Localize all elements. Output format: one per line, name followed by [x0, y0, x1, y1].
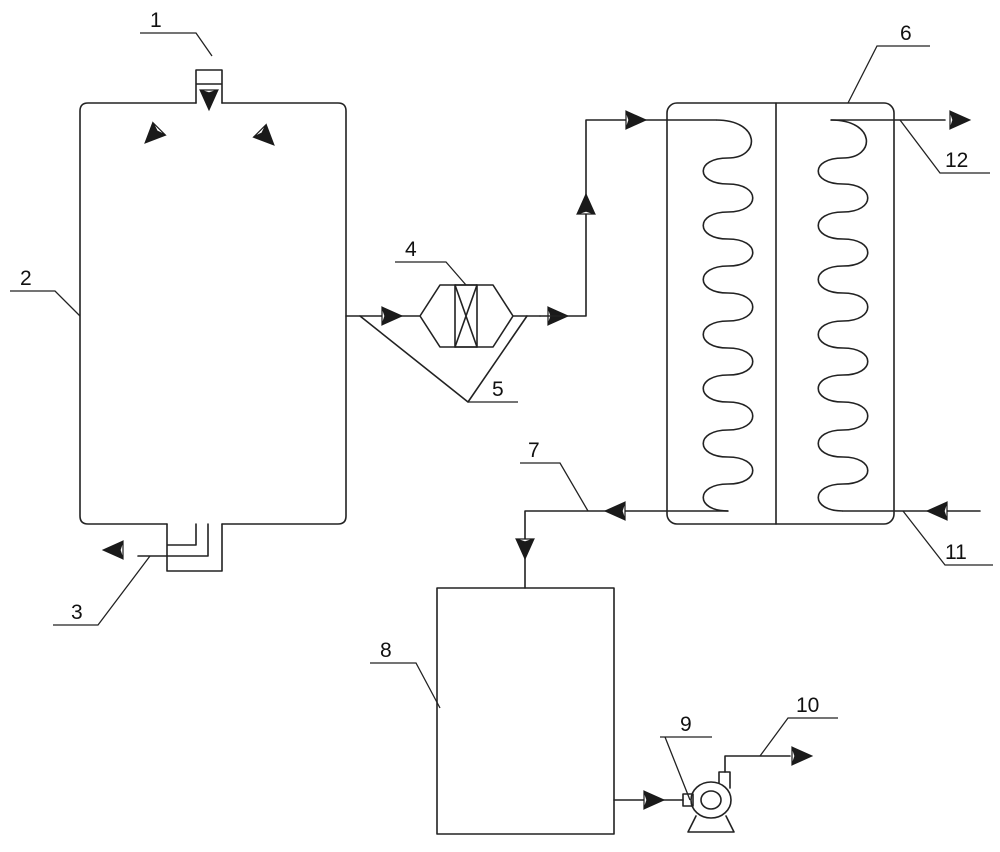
outlet-3-arrow — [102, 540, 124, 560]
leader-6 — [847, 45, 930, 104]
pump-discharge-arrow — [791, 746, 813, 766]
condenser-6 — [666, 102, 895, 525]
filter-inlet-arrow — [381, 306, 403, 326]
label-4: 4 — [405, 238, 417, 261]
tank-inlet-arrow — [515, 538, 535, 560]
vessel-2-body — [79, 102, 347, 525]
right-coil — [817, 119, 869, 512]
filter-body — [345, 284, 541, 348]
riser-pipe — [539, 119, 717, 317]
label-1: 1 — [150, 9, 162, 32]
label-10: 10 — [796, 694, 819, 717]
condensate-pipe — [524, 510, 729, 589]
filter-cross — [454, 284, 478, 348]
riser-arrow-up — [576, 193, 596, 215]
pump-impeller — [700, 790, 722, 810]
label-12: 12 — [945, 149, 968, 172]
leader-12 — [899, 119, 990, 174]
spray-arrow-right — [252, 123, 281, 152]
label-7: 7 — [528, 439, 540, 462]
label-6: 6 — [900, 22, 912, 45]
label-5: 5 — [492, 378, 504, 401]
coolant-outlet-arrow — [949, 110, 971, 130]
condenser-inlet-arrow — [625, 110, 647, 130]
leader-1 — [140, 32, 213, 57]
leader-2 — [10, 290, 81, 317]
bottom-outlet-nozzle — [137, 523, 223, 572]
pump-discharge-nozzle — [718, 771, 731, 789]
label-2: 2 — [20, 267, 32, 290]
inlet-nozzle — [195, 69, 223, 104]
pump-discharge-pipe — [724, 755, 791, 773]
filter-4 — [345, 284, 541, 348]
leader-4 — [395, 261, 467, 286]
vessel-2 — [79, 69, 347, 572]
label-8: 8 — [380, 639, 392, 662]
pump-base — [687, 815, 735, 833]
pump-9 — [682, 771, 735, 833]
condensate-arrow — [604, 501, 626, 521]
leader-8 — [370, 662, 441, 709]
tank-8 — [436, 587, 615, 835]
spray-arrow-left — [138, 121, 167, 150]
leader-9 — [660, 736, 712, 801]
leader-10 — [759, 717, 838, 757]
coolant-inlet-arrow — [926, 501, 948, 521]
leader-3 — [53, 555, 151, 626]
inlet-arrow-down — [199, 89, 219, 111]
leader-11 — [902, 510, 993, 566]
label-11: 11 — [945, 541, 967, 564]
leader-7 — [520, 462, 589, 512]
condenser-shell — [666, 102, 895, 525]
left-coil — [702, 119, 754, 512]
label-3: 3 — [71, 601, 83, 624]
label-9: 9 — [680, 713, 692, 736]
pump-volute — [690, 781, 732, 819]
pump-suction-arrow — [643, 790, 665, 810]
